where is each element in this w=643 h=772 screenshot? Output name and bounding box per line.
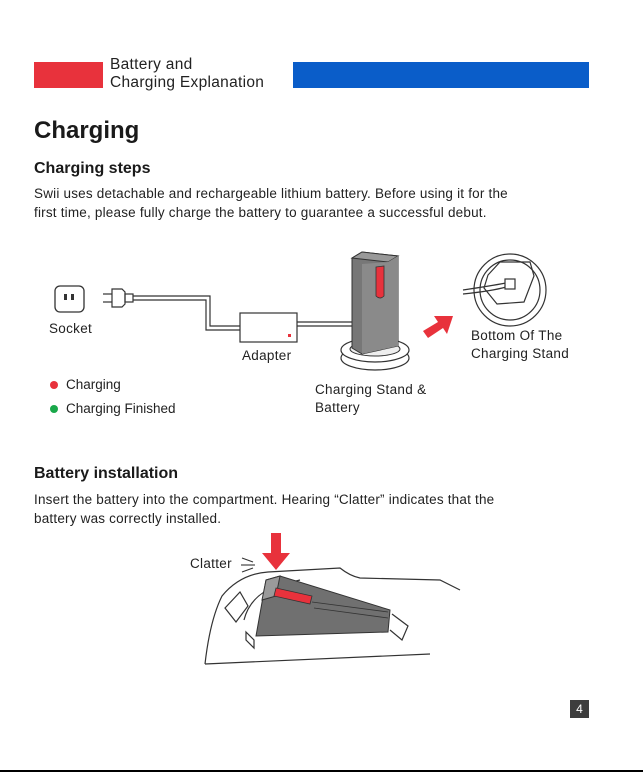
stand-bottom-label: Bottom Of The Charging Stand [471,327,569,363]
battery-installation-line1: Insert the battery into the compartment.… [34,492,495,507]
battery-installation-heading: Battery installation [34,465,179,482]
socket-icon [54,285,85,313]
stand-bottom-label-line1: Bottom Of The [471,328,563,343]
legend-charging-finished: Charging Finished [50,401,176,416]
stand-bottom-icon [462,253,547,327]
inserted-battery-icon [255,575,391,637]
plug-icon [103,288,134,308]
header-blue-bar [293,62,589,88]
bottom-divider [0,770,643,772]
page-number: 4 [570,700,589,718]
battery-installation-line2: battery was correctly installed. [34,511,222,526]
page-title: Charging [34,117,140,144]
charging-stand-label-line1: Charging Stand & [315,382,427,397]
power-cable [133,295,240,327]
charging-stand-label-line2: Battery [315,400,360,415]
legend-charging-label: Charging [66,377,121,392]
battery-icon [350,251,400,355]
legend-finished-label: Charging Finished [66,401,176,416]
red-dot-icon [50,380,58,389]
charging-steps-heading: Charging steps [34,160,151,177]
clatter-label: Clatter [190,556,232,571]
insert-arrow-icon [262,533,290,570]
socket-label: Socket [49,321,93,336]
battery-installation-text: Insert the battery into the compartment.… [34,490,594,528]
charging-steps-line1: Swii uses detachable and rechargeable li… [34,186,508,201]
charging-stand-label: Charging Stand & Battery [315,381,426,417]
stand-bottom-label-line2: Charging Stand [471,346,570,361]
charging-steps-line2: first time, please fully charge the batt… [34,205,487,220]
power-cable-inner [133,299,240,331]
green-dot-icon [50,404,58,413]
header-title-line2: Charging Explanation [110,74,265,91]
sound-lines-icon [241,557,255,573]
charging-steps-text: Swii uses detachable and rechargeable li… [34,184,594,222]
header-title-line1: Battery and [110,56,193,73]
section-header-title: Battery and Charging Explanation [110,56,264,92]
legend-charging: Charging [50,377,121,392]
header-red-bar [34,62,103,88]
adapter-label: Adapter [242,348,292,363]
adapter-icon [239,312,298,343]
direction-arrow-icon [423,316,453,338]
